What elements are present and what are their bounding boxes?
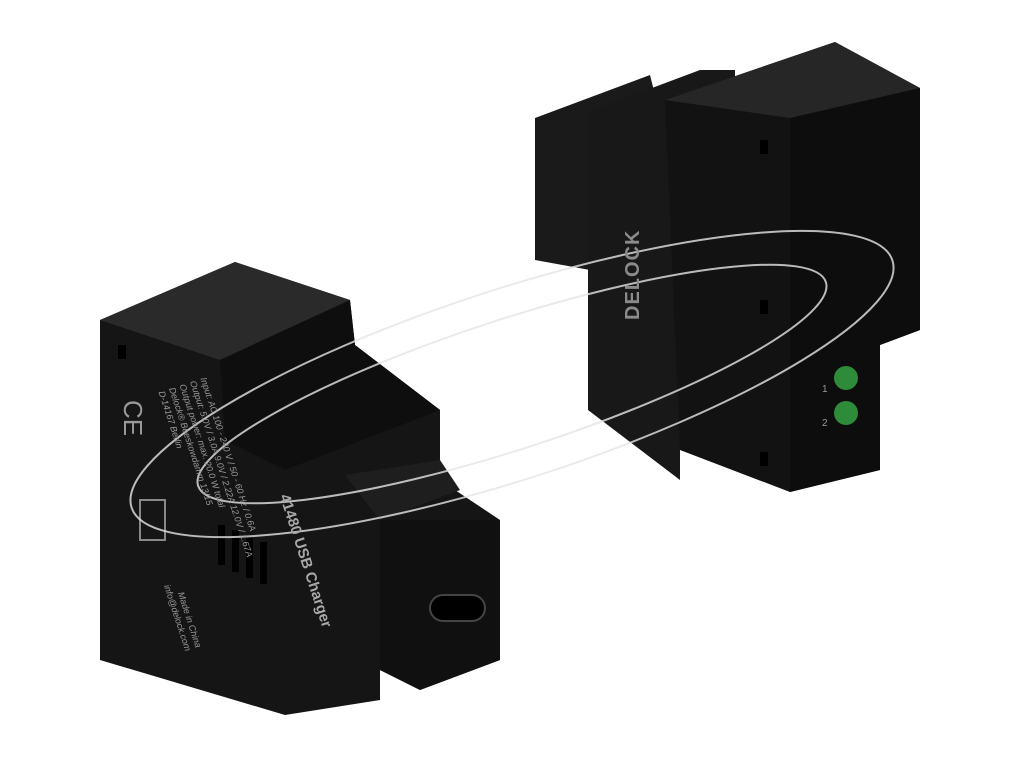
terminal-screw-1: [834, 366, 858, 390]
front-device: [100, 262, 500, 715]
watermark: [129, 229, 895, 539]
brand-logo: DELOCK: [622, 229, 644, 320]
terminal-mark-1: 1: [822, 384, 828, 395]
terminal-mark-2: 2: [822, 418, 828, 429]
usb-c-port: [429, 594, 486, 622]
rear-device: [535, 42, 920, 492]
ce-mark: CE: [118, 400, 148, 437]
terminal-screw-2: [834, 401, 858, 425]
